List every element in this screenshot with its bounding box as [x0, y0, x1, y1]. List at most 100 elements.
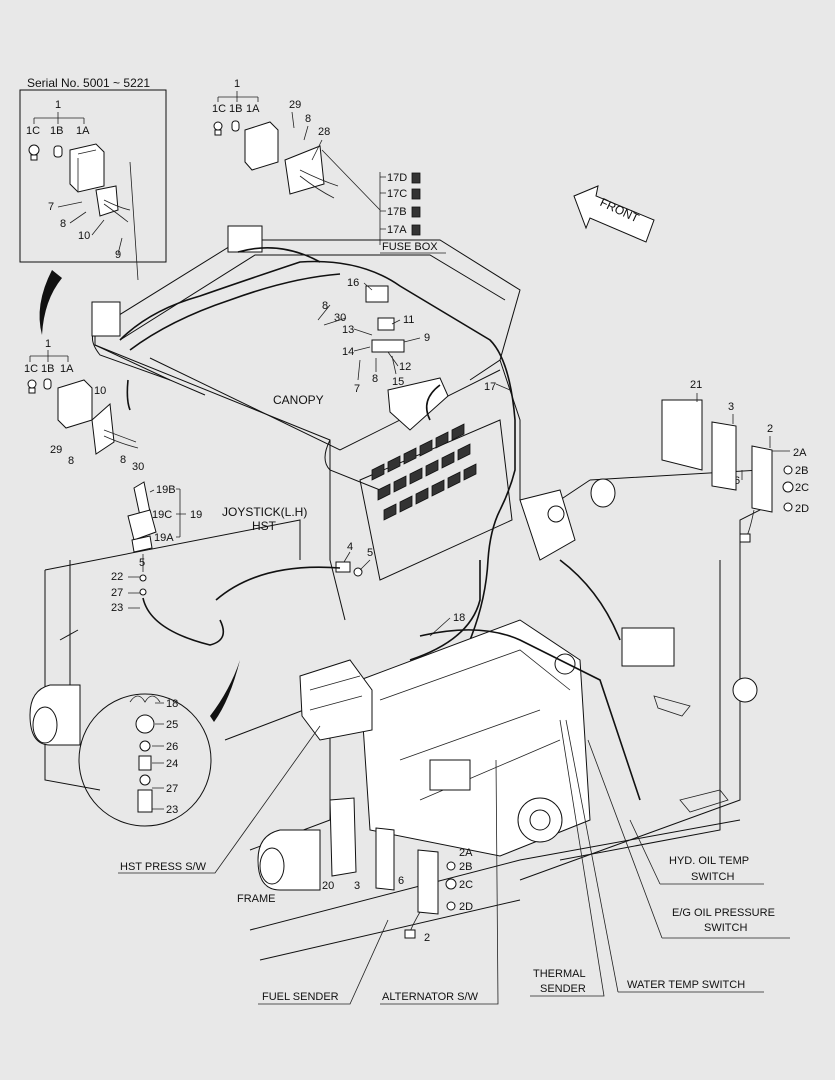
top-lamp-icon: [244, 121, 279, 171]
top-lamp-label-1b: 1B: [229, 103, 242, 115]
callout-water-temp: WATER TEMP SWITCH: [627, 979, 745, 991]
wire-harness: [119, 247, 516, 641]
bottom-lamp-label-6: 6: [398, 875, 404, 887]
bottom-bracket-20: [329, 797, 357, 877]
joystick-label-5: 5: [139, 557, 145, 569]
callouts: HST PRESS S/W FRAME FUEL SENDER ALTERNAT…: [118, 719, 790, 1005]
part-8a: 8: [322, 300, 328, 312]
cab-lamp-left: [91, 301, 121, 337]
part-30: 30: [334, 312, 346, 324]
left-lamp-label-1c: 1C: [24, 363, 38, 375]
right-lamp-label-2: 2: [767, 423, 773, 435]
right-lamp-label-2c: 2C: [795, 482, 809, 494]
bottom-lamp-group: 2A 2B 2C 6 2D 20 3 2: [322, 797, 473, 944]
canopy-label: CANOPY: [273, 393, 324, 407]
detail-label-26: 26: [166, 741, 178, 753]
fuse-17a: 17A: [387, 224, 407, 236]
joystick-title: JOYSTICK(L.H): [222, 505, 307, 519]
callout-eg-oil-2: SWITCH: [704, 922, 747, 934]
bottom-lamp-label-2c: 2C: [459, 879, 473, 891]
part-14: 14: [342, 346, 354, 358]
left-lamp-label-1a: 1A: [60, 363, 74, 375]
right-lamp-label-3: 3: [728, 401, 734, 413]
top-lamp-label-1a: 1A: [246, 103, 260, 115]
left-lamp-group: 1 1C 1B 1A 10 29 8 8 30: [24, 338, 144, 473]
bottom-lamp-label-2: 2: [424, 932, 430, 944]
part-12: 12: [399, 361, 411, 373]
joystick-label-19c: 19C: [152, 509, 172, 521]
top-lamp-label-29: 29: [289, 99, 301, 111]
joystick-label-23: 23: [111, 602, 123, 614]
front-arrow: FRONT: [573, 185, 655, 243]
left-lamp-label-29: 29: [50, 444, 62, 456]
detail-label-25: 25: [166, 719, 178, 731]
detail-circle: 18 25 26 24 27 23: [78, 660, 240, 827]
fuse-17c: 17C: [387, 188, 407, 200]
inset-serial-box: Serial No. 5001 ~ 5221 1 1C 1B 1A 7 8 10…: [19, 76, 167, 281]
bottom-lamp-icon: [417, 849, 439, 915]
right-lamp-icon: [751, 445, 773, 513]
detail-label-27: 27: [166, 783, 178, 795]
connector-group: 4 5 18: [215, 541, 465, 637]
left-lamp-label-8b: 8: [120, 454, 126, 466]
fuse-17b: 17B: [387, 206, 407, 218]
right-bracket-21: [661, 399, 703, 471]
inset-label-9: 9: [115, 249, 121, 261]
callout-thermal-1: THERMAL: [533, 968, 586, 980]
part-7: 7: [354, 383, 360, 395]
inset-label-8: 8: [60, 218, 66, 230]
canopy-frame: [91, 225, 521, 621]
relay-11: [377, 317, 395, 331]
joystick-label-19: 19: [190, 509, 202, 521]
inset-label-1c: 1C: [26, 125, 40, 137]
callout-hst-press: HST PRESS S/W: [120, 861, 207, 873]
right-lamp-label-2b: 2B: [795, 465, 808, 477]
engine-assembly: [299, 489, 641, 857]
inset-label-1b: 1B: [50, 125, 63, 137]
connector-18: 18: [453, 612, 465, 624]
inset-label-1: 1: [55, 99, 61, 111]
left-lamp-label-30: 30: [132, 461, 144, 473]
joystick-label-27: 27: [111, 587, 123, 599]
callout-fuel-sender: FUEL SENDER: [262, 991, 339, 1003]
joystick-label-19a: 19A: [154, 532, 174, 544]
joystick-group: JOYSTICK(L.H) HST 19B 19C 19 19A 5 22 27…: [111, 481, 307, 646]
bottom-lamp-label-2d: 2D: [459, 901, 473, 913]
inset-pointer-arrow: [39, 270, 62, 335]
joystick-label-22: 22: [111, 571, 123, 583]
joystick-label-19b: 19B: [156, 484, 176, 496]
left-lamp-label-1: 1: [45, 338, 51, 350]
inset-bulbs-icon: [28, 144, 63, 161]
cab-lamp-right: [227, 225, 263, 253]
callout-hyd-oil-1: HYD. OIL TEMP: [669, 855, 749, 867]
top-lamp-label-1: 1: [234, 78, 240, 90]
left-lamp-label-10: 10: [94, 385, 106, 397]
fuse-box-group: 17D 17C 17B 17A FUSE BOX: [379, 172, 446, 254]
detail-pointer-arrow: [210, 660, 240, 722]
left-lamp-label-1b: 1B: [41, 363, 54, 375]
right-lamp-label-2d: 2D: [795, 503, 809, 515]
fuse-box-caption: FUSE BOX: [382, 241, 438, 253]
bottom-lamp-label-20: 20: [322, 880, 334, 892]
inset-label-10: 10: [78, 230, 90, 242]
inset-frame: [19, 89, 167, 263]
callout-frame: FRAME: [237, 893, 276, 905]
inset-label-7: 7: [48, 201, 54, 213]
serial-label: Serial No. 5001 ~ 5221: [27, 76, 150, 90]
detail-label-18: 18: [166, 698, 178, 710]
inset-lamp-icon: [69, 143, 131, 223]
bottom-lamp-label-3: 3: [354, 880, 360, 892]
part-9: 9: [424, 332, 430, 344]
part-8b: 8: [372, 373, 378, 385]
fuse-17d: 17D: [387, 172, 407, 184]
bracket-12: [371, 339, 405, 353]
connector-5: 5: [367, 547, 373, 559]
right-lamp-label-2a: 2A: [793, 447, 807, 459]
right-lamp-group: 21 3 2 2A 2B 2C 6 2D: [661, 379, 809, 543]
right-lamp-label-6: 6: [734, 475, 740, 487]
connector-4: 4: [347, 541, 353, 553]
bottom-lamp-label-2b: 2B: [459, 861, 472, 873]
top-lamp-label-28: 28: [318, 126, 330, 138]
callout-thermal-2: SENDER: [540, 983, 586, 995]
